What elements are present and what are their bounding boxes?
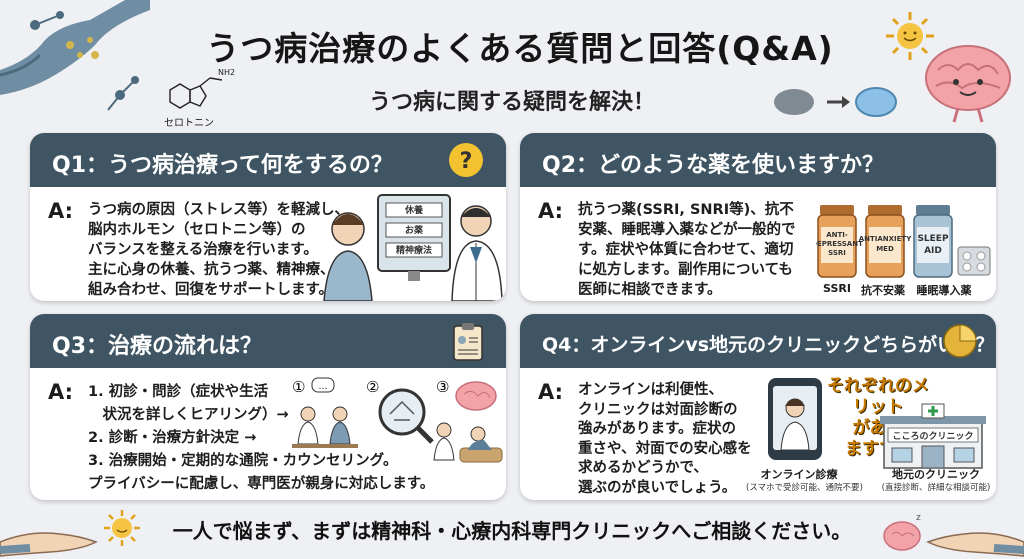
treatment-flow-illustration: ① … ② ③: [292, 377, 503, 463]
bottle-caption-antianxiety: 抗不安薬: [861, 284, 905, 297]
question-header: Q3：治療の流れは？: [30, 314, 506, 368]
question-header: Q4：オンラインvs地元のクリニックどちらがいい？: [520, 314, 996, 368]
svg-text:こころのクリニック: こころのクリニック: [892, 431, 973, 442]
page-title: うつ病治療のよくある質問と回答(Q&A): [206, 29, 834, 68]
clinic-caption: 地元のクリニック: [892, 468, 980, 481]
answer-label: A:: [538, 199, 564, 223]
question-text: Q2：どのような薬を使いますか？: [542, 153, 885, 178]
page-subtitle: うつ病に関する疑問を解決！: [368, 90, 655, 115]
answer-label: A:: [48, 380, 74, 404]
question-text: Q4：オンラインvs地元のクリニックどちらがいい？: [542, 334, 995, 356]
clinic-building-icon: こころのクリニック: [880, 403, 986, 469]
medicine-bottles-illustration: ANTI- DEPRESSANT SSRI ANTIANXIETY MED SL…: [816, 205, 991, 278]
svg-text:③: ③: [436, 378, 449, 396]
question-header: Q1：うつ病治療って何をするの？ ?: [30, 133, 506, 187]
faq-card-q4: Q4：オンラインvs地元のクリニックどちらがいい？ A: オンラインは利便性、 …: [520, 314, 996, 500]
answer-text: オンラインは利便性、 クリニックは対面診断の 強みがあります。症状の 重さや、対…: [578, 382, 752, 496]
answer-text: 1. 初診・問診（症状や生活 状況を詳しくヒアリング）→ 2. 診断・治療方針決…: [88, 384, 435, 492]
svg-text:お薬: お薬: [405, 224, 424, 236]
svg-text:ANTI-: ANTI-: [826, 231, 848, 239]
answer-label: A:: [48, 199, 74, 223]
svg-text:②: ②: [366, 378, 379, 396]
serotonin-formula: NH2 セロトニン: [160, 68, 240, 129]
online-caption: オンライン診療: [760, 468, 838, 481]
faq-card-q2: Q2：どのような薬を使いますか？ A: 抗うつ薬(SSRI, SNRI等)、抗不…: [520, 133, 996, 301]
smartphone-doctor-icon: [768, 378, 822, 460]
brain-mascot-icon: [925, 45, 1011, 123]
bottle-caption-ssri: SSRI: [823, 282, 851, 295]
answer-label: A:: [538, 380, 564, 404]
svg-text:…: …: [319, 382, 328, 392]
question-header: Q2：どのような薬を使いますか？: [520, 133, 996, 187]
svg-text:DEPRESSANT: DEPRESSANT: [816, 240, 863, 248]
pie-chart-icon: [943, 324, 977, 358]
clipboard-icon: [453, 323, 483, 361]
svg-text:SLEEP: SLEEP: [917, 234, 949, 244]
svg-text:SSRI: SSRI: [828, 249, 846, 257]
svg-text:z: z: [916, 513, 921, 523]
svg-text:休養: 休養: [404, 204, 424, 216]
nh2-label: NH2: [218, 68, 236, 77]
svg-text:AID: AID: [924, 246, 942, 256]
svg-text:①: ①: [292, 378, 305, 396]
question-mark-icon: ?: [449, 143, 483, 177]
question-text: Q3：治療の流れは？: [52, 334, 263, 359]
answer-text: うつ病の原因（ストレス等）を軽減し、 脳内ホルモン（セロトニン等）の バランスを…: [88, 202, 349, 298]
faq-card-q1: Q1：うつ病治療って何をするの？ ? A: うつ病の原因（ストレス等）を軽減し、…: [30, 133, 506, 301]
svg-text:?: ?: [460, 149, 473, 174]
footer-message: 一人で悩まず、まずは精神科・心療内科専門クリニックへご相談ください。: [172, 519, 852, 543]
question-text: Q1：うつ病治療って何をするの？: [52, 153, 393, 178]
left-hand-icon: [0, 532, 98, 557]
svg-text:MED: MED: [876, 245, 894, 253]
mood-change-icon: [774, 87, 897, 117]
right-hand-icon: [926, 532, 1024, 557]
answer-text: 抗うつ薬(SSRI, SNRI等)、抗不 安薬、睡眠導入薬などが一般的で す。症…: [578, 202, 796, 298]
faq-card-q3: Q3：治療の流れは？ A: 1. 初診・問診（症状や生活 状況を詳しくヒアリング…: [30, 314, 506, 500]
bottle-caption-sleep: 睡眠導入薬: [916, 284, 972, 297]
sun-icon: [886, 12, 934, 60]
online-note: (スマホで受診可能、通院不要): [746, 483, 863, 493]
doctor-patient-illustration: 休養 お薬 精神療法: [323, 194, 503, 301]
molecule-label: セロトニン: [164, 118, 214, 129]
neuron-illustration: [0, 0, 150, 111]
clinic-note: (直接診断、詳細な相談可能): [881, 483, 991, 493]
svg-text:ANTIANXIETY: ANTIANXIETY: [859, 235, 912, 243]
svg-text:精神療法: 精神療法: [396, 244, 432, 256]
small-sun-icon: [104, 510, 140, 546]
sleeping-brain-icon: z: [883, 513, 921, 551]
